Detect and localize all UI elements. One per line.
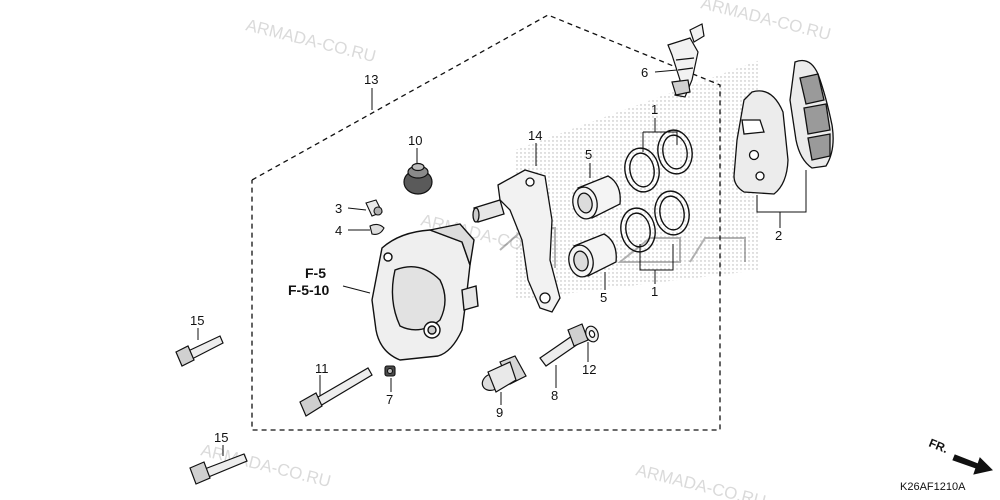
caliper-bracket (472, 169, 561, 313)
callout-15-lower: 15 (214, 430, 228, 445)
watermark-text: ARMADA-CO.RU (699, 0, 833, 44)
callout-15-upper: 15 (190, 313, 204, 328)
callout-10: 10 (408, 133, 422, 148)
callout-5-lower: 5 (600, 290, 607, 305)
ref-f5: F-5 (305, 265, 326, 281)
arrow-icon (952, 454, 993, 475)
assembly-outline (251, 14, 721, 431)
pad-spring (667, 23, 705, 98)
leader-lines (197, 69, 807, 456)
callout-8: 8 (551, 388, 558, 403)
callout-9: 9 (496, 405, 503, 420)
bleeder-screw (365, 199, 385, 235)
front-direction-indicator: FR. (927, 436, 993, 475)
callout-14: 14 (528, 128, 542, 143)
diagram-code: K26AF1210A (900, 481, 966, 493)
flange-bolt-lower (189, 453, 248, 485)
callout-1-upper: 1 (651, 102, 658, 117)
section-refs: F-5 F-5-10 (288, 265, 329, 298)
slide-pin-long (299, 367, 373, 417)
callout-3: 3 (335, 201, 342, 216)
caliper-body (371, 223, 479, 361)
callout-7: 7 (386, 392, 393, 407)
piston-seals (620, 129, 693, 253)
callout-5-upper: 5 (585, 147, 592, 162)
slide-pin-boot (481, 355, 527, 393)
pistons (568, 175, 621, 278)
flange-bolt-upper (175, 335, 224, 367)
callout-4: 4 (335, 223, 342, 238)
watermark-text: ARMADA-CO.RU (634, 460, 768, 500)
ref-f5-10: F-5-10 (288, 282, 329, 298)
callout-12: 12 (582, 362, 596, 377)
callout-labels: 13 10 3 4 14 5 6 1 1 5 2 11 7 9 8 12 15 … (190, 65, 782, 445)
brake-pads (733, 59, 834, 195)
callout-2: 2 (775, 228, 782, 243)
callout-11: 11 (315, 361, 329, 376)
rubber-boot (403, 162, 433, 195)
callout-6: 6 (641, 65, 648, 80)
washer (585, 325, 599, 343)
bolt-8 (539, 323, 589, 367)
watermark-text: ARMADA-CO.RU (244, 15, 378, 66)
callout-13: 13 (364, 72, 378, 87)
fr-label: FR. (927, 436, 950, 456)
callout-1-lower: 1 (651, 284, 658, 299)
small-nut (384, 365, 396, 377)
